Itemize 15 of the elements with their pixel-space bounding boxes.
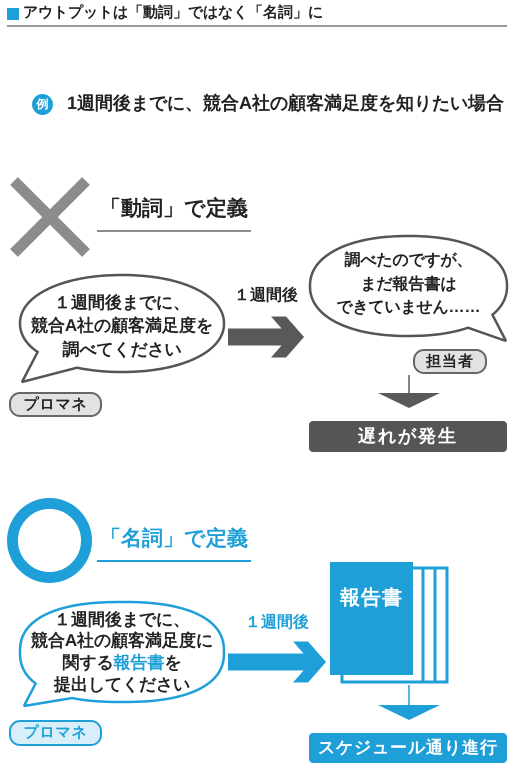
example-text: 1週間後までに、競合A社の顧客満足度を知りたい場合	[67, 92, 504, 114]
section-heading: 「動詞」で定義	[97, 196, 251, 232]
arrow	[378, 375, 440, 408]
speech-bubble: 調べたのですが、まだ報告書はできていません……	[308, 234, 509, 343]
section-heading: 「名詞」で定義	[97, 526, 251, 562]
arrow	[378, 685, 440, 720]
result-box: 遅れが発生	[309, 421, 507, 452]
example-badge: 例	[32, 94, 53, 115]
speaker-tag: プロマネ	[9, 392, 102, 417]
speaker-tag: プロマネ	[9, 720, 102, 746]
page-title: アウトプットは「動詞」ではなく「名詞」に	[23, 3, 323, 23]
speech-bubble: １週間後までに、競合A社の顧客満足度に関する報告書を提出してください	[18, 600, 226, 708]
speaker-tag: 担当者	[413, 349, 487, 374]
result-box: スケジュール通り進行	[309, 733, 507, 763]
speech-bubble: １週間後までに、競合A社の顧客満足度を調べてください	[18, 273, 226, 384]
